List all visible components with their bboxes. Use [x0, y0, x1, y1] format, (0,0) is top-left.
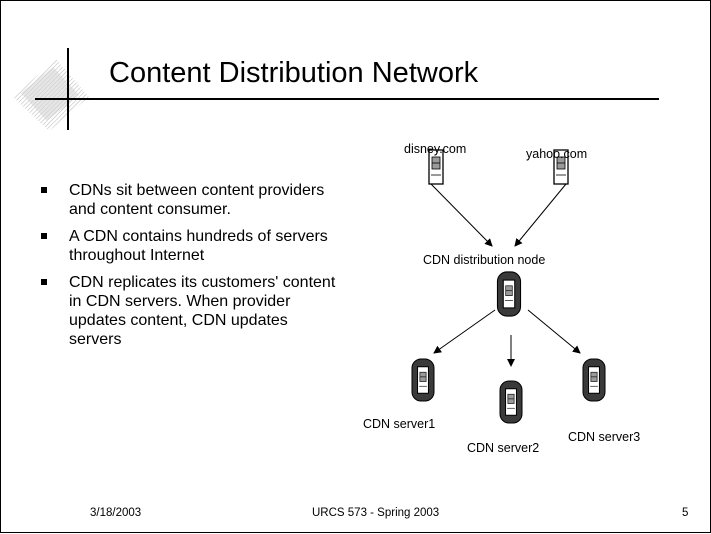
node-label-yahoo: yahoo.com: [526, 147, 587, 161]
bullet-square-icon: [41, 279, 47, 285]
diamond-ornament-icon: [13, 59, 89, 131]
footer-date: 3/18/2003: [90, 507, 142, 519]
arrow-disney-to-node: [430, 183, 493, 247]
cdn-server-icon: [583, 359, 605, 401]
bullet-item: A CDN contains hundreds of servers throu…: [41, 227, 341, 265]
node-label-disney: disney.com: [404, 142, 466, 156]
node-label-server3: CDN server3: [568, 430, 640, 444]
bullet-square-icon: [41, 187, 47, 193]
node-label-distribution: CDN distribution node: [423, 253, 545, 267]
cdn-node-icon: [497, 272, 520, 316]
title-vertical-rule: [67, 48, 69, 130]
bullet-text: CDN replicates its customers' content in…: [69, 274, 336, 348]
footer-course: URCS 573 - Spring 2003: [312, 507, 440, 519]
arrow-node-to-server3: [527, 309, 581, 354]
bullet-text: CDNs sit between content providers and c…: [69, 182, 325, 218]
arrow-node-to-server1: [433, 309, 496, 354]
cdn-server-icon: [412, 359, 434, 401]
footer-page-number: 5: [682, 507, 689, 519]
arrow-yahoo-to-node: [514, 183, 567, 247]
bullet-item: CDNs sit between content providers and c…: [41, 181, 341, 219]
bullet-text: A CDN contains hundreds of servers throu…: [69, 228, 328, 264]
node-label-server2: CDN server2: [467, 441, 539, 455]
node-label-server1: CDN server1: [363, 417, 435, 431]
title-underline: [35, 98, 659, 100]
cdn-server-icon: [500, 381, 522, 423]
bullet-item: CDN replicates its customers' content in…: [41, 273, 341, 349]
bullet-square-icon: [41, 233, 47, 239]
bullet-list: CDNs sit between content providers and c…: [41, 181, 341, 357]
slide-title: Content Distribution Network: [109, 57, 479, 89]
